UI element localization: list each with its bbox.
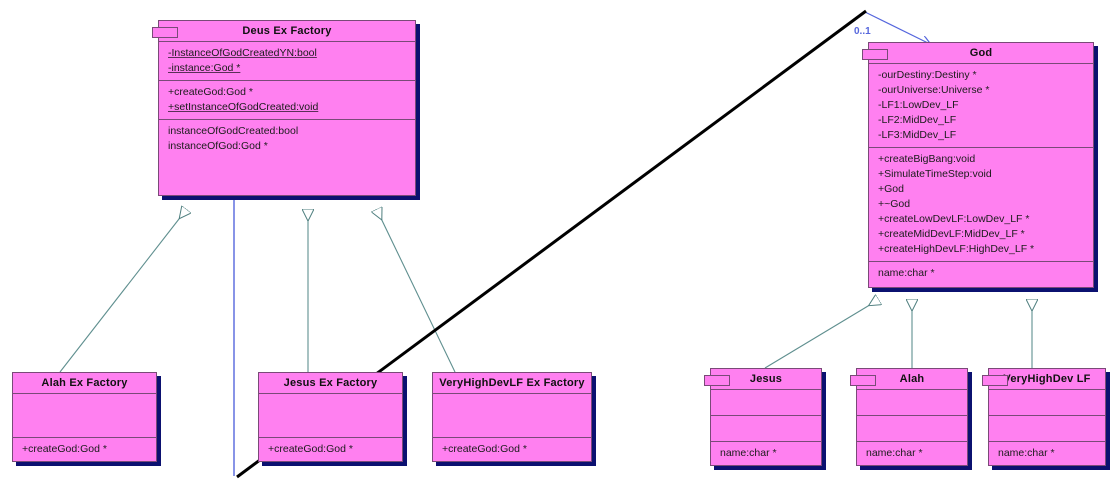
class-name-veryhighdev-lf: VeryHighDev LF — [989, 369, 1105, 390]
operations-compartment-alah-ex-factory: +createGod:God * — [13, 438, 156, 461]
attributes-compartment-alah-ex-factory — [13, 394, 156, 438]
generalization-jesus-to-god — [764, 300, 878, 369]
extras-compartment-jesus: name:char * — [711, 442, 821, 465]
operations-compartment-alah — [857, 416, 967, 442]
attribute-item: -ourDestiny:Destiny * — [878, 69, 977, 81]
class-box-jesus[interactable]: Jesus name:char * — [704, 368, 822, 466]
attributes-compartment-jesus — [711, 390, 821, 416]
operations-compartment-god: +createBigBang:void +SimulateTimeStep:vo… — [869, 148, 1093, 262]
class-name-alah-ex-factory: Alah Ex Factory — [13, 373, 156, 394]
attributes-compartment-alah — [857, 390, 967, 416]
generalization-alahexfactory-to-deusexfactory — [59, 210, 186, 373]
attribute-item: -LF1:LowDev_LF — [878, 99, 959, 111]
class-tab-icon — [704, 375, 730, 386]
attribute-item: -LF2:MidDev_LF — [878, 114, 957, 126]
class-name-jesus-ex-factory: Jesus Ex Factory — [259, 373, 402, 394]
extra-item: instanceOfGod:God * — [168, 140, 268, 152]
class-name-jesus: Jesus — [711, 369, 821, 390]
operation-item: +God — [878, 183, 904, 195]
class-box-alah[interactable]: Alah name:char * — [850, 368, 968, 466]
operations-compartment-veryhighdev-lf — [989, 416, 1105, 442]
operations-compartment-jesus — [711, 416, 821, 442]
operation-item: +setInstanceOfGodCreated:void — [168, 101, 319, 113]
attributes-compartment-veryhighdevlf-ex-factory — [433, 394, 591, 438]
operation-item: +createMidDevLF:MidDev_LF * — [878, 228, 1025, 240]
class-box-deus-ex-factory[interactable]: Deus Ex Factory -InstanceOfGodCreatedYN:… — [152, 20, 416, 196]
class-tab-icon — [982, 375, 1008, 386]
extra-item: name:char * — [998, 447, 1055, 459]
class-name-veryhighdevlf-ex-factory: VeryHighDevLF Ex Factory — [433, 373, 591, 394]
extra-item: name:char * — [720, 447, 777, 459]
class-box-god[interactable]: God -ourDestiny:Destiny * -ourUniverse:U… — [862, 42, 1094, 288]
class-box-veryhighdev-lf[interactable]: VeryHighDev LF name:char * — [982, 368, 1106, 466]
attribute-item: -ourUniverse:Universe * — [878, 84, 990, 96]
operation-item: +createGod:God * — [268, 443, 353, 455]
operation-item: +~God — [878, 198, 911, 210]
operation-item: +createGod:God * — [22, 443, 107, 455]
operation-item: +createLowDevLF:LowDev_LF * — [878, 213, 1030, 225]
class-name-god: God — [869, 43, 1093, 64]
class-name-alah: Alah — [857, 369, 967, 390]
attribute-item: -instance:God * — [168, 62, 241, 74]
multiplicity-label-0-1: 0..1 — [854, 26, 871, 37]
operations-compartment-jesus-ex-factory: +createGod:God * — [259, 438, 402, 461]
operation-item: +createHighDevLF:HighDev_LF * — [878, 243, 1035, 255]
extra-item: name:char * — [878, 267, 935, 279]
class-box-jesus-ex-factory[interactable]: Jesus Ex Factory +createGod:God * — [258, 372, 403, 462]
operations-compartment-veryhighdevlf-ex-factory: +createGod:God * — [433, 438, 591, 461]
class-tab-icon — [850, 375, 876, 386]
attribute-item: -LF3:MidDev_LF — [878, 129, 957, 141]
extras-compartment-deus-ex-factory: instanceOfGodCreated:bool instanceOfGod:… — [159, 120, 415, 158]
extras-compartment-alah: name:char * — [857, 442, 967, 465]
operations-compartment-deus-ex-factory: +createGod:God * +setInstanceOfGodCreate… — [159, 81, 415, 120]
operation-item: +SimulateTimeStep:void — [878, 168, 992, 180]
generalization-veryhighdevlfexfactory-to-deusexfactory — [377, 210, 456, 373]
attributes-compartment-god: -ourDestiny:Destiny * -ourUniverse:Unive… — [869, 64, 1093, 148]
class-box-alah-ex-factory[interactable]: Alah Ex Factory +createGod:God * — [12, 372, 157, 462]
extras-compartment-veryhighdev-lf: name:char * — [989, 442, 1105, 465]
class-tab-icon — [152, 27, 178, 38]
class-tab-icon — [862, 49, 888, 60]
class-name-deus-ex-factory: Deus Ex Factory — [159, 21, 415, 42]
extra-item: name:char * — [866, 447, 923, 459]
attributes-compartment-veryhighdev-lf — [989, 390, 1105, 416]
operation-item: +createBigBang:void — [878, 153, 976, 165]
extras-compartment-god: name:char * — [869, 262, 1093, 285]
attributes-compartment-jesus-ex-factory — [259, 394, 402, 438]
attribute-item: -InstanceOfGodCreatedYN:bool — [168, 47, 317, 59]
extra-item: instanceOfGodCreated:bool — [168, 125, 299, 137]
attributes-compartment-deus-ex-factory: -InstanceOfGodCreatedYN:bool -instance:G… — [159, 42, 415, 81]
class-box-veryhighdevlf-ex-factory[interactable]: VeryHighDevLF Ex Factory +createGod:God … — [432, 372, 592, 462]
operation-item: +createGod:God * — [442, 443, 527, 455]
operation-item: +createGod:God * — [168, 86, 253, 98]
